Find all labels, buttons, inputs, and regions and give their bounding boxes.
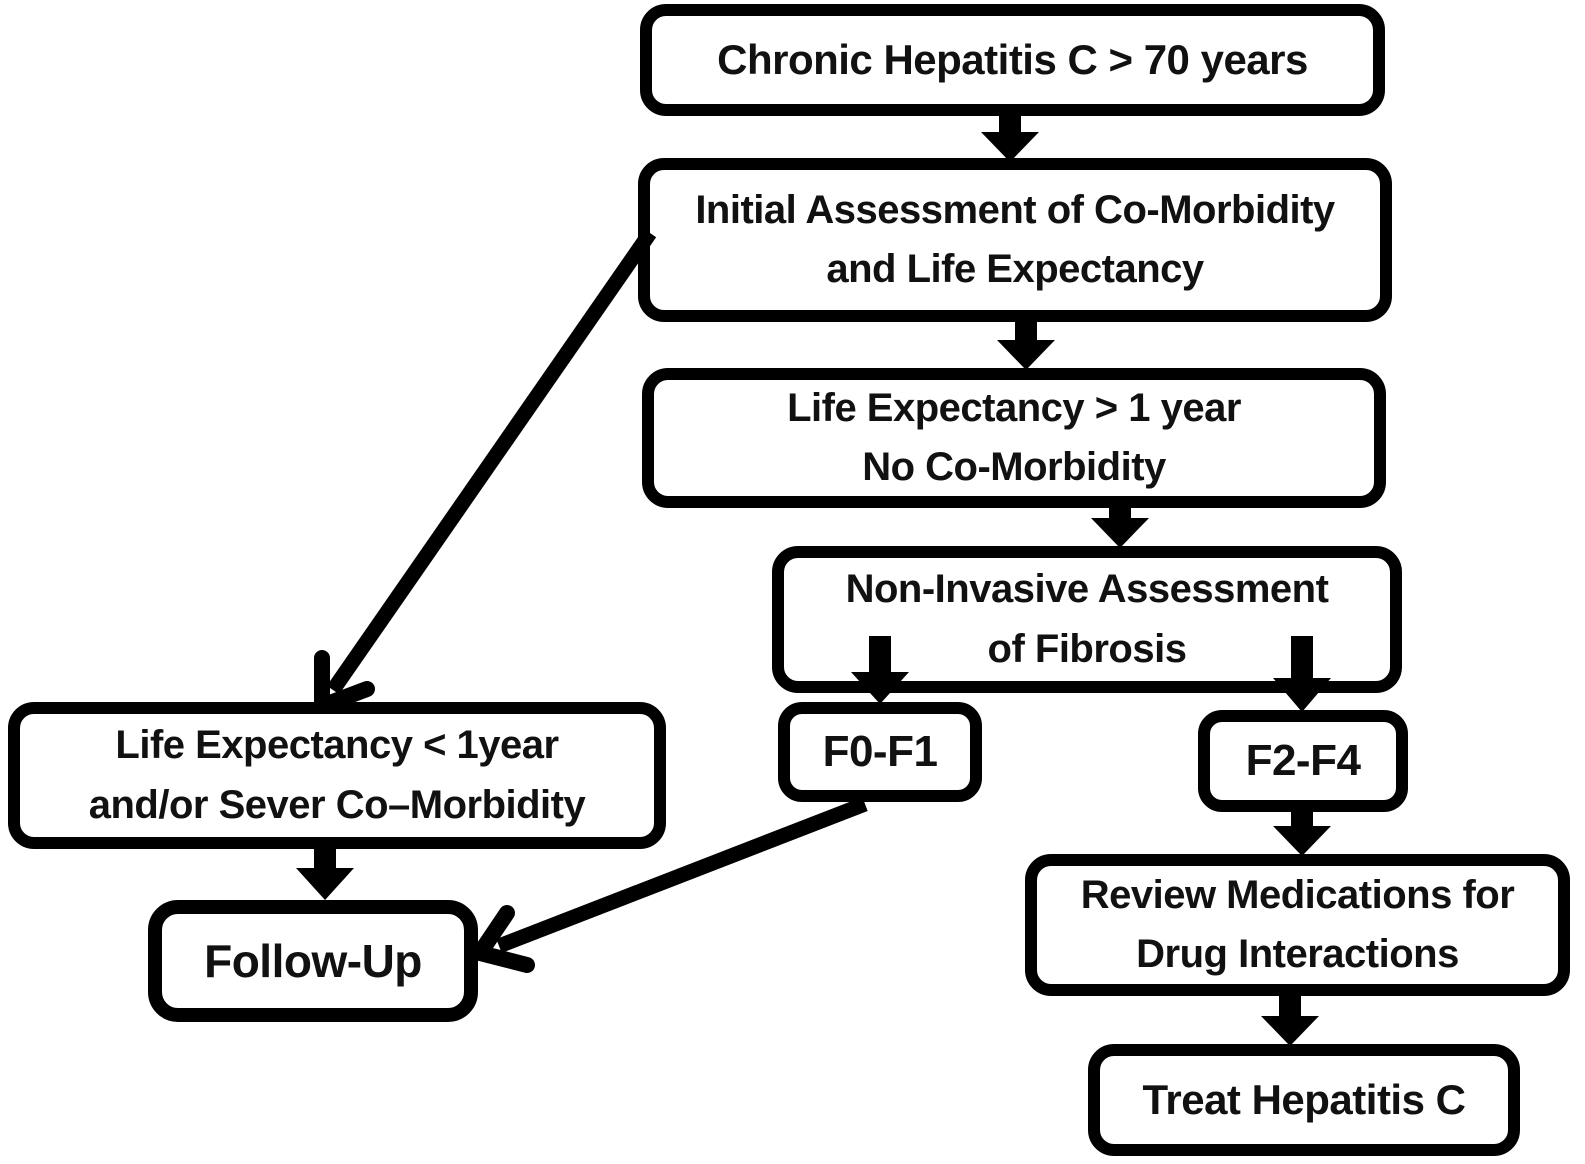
node-follow-up-text: Follow-Up (204, 934, 422, 987)
node-f2-f4-text: F2-F4 (1245, 736, 1361, 786)
node-treat-hepatitis-c-text: Treat Hepatitis C (1142, 1075, 1466, 1123)
node-life-expectancy-gt-1-year: Life Expectancy > 1 year No Co-Morbidity (642, 368, 1386, 508)
node-follow-up: Follow-Up (148, 900, 478, 1022)
node-initial-assessment-text-line1: Initial Assessment of Co-Morbidity (695, 187, 1335, 232)
node-chronic-hepatitis-text: Chronic Hepatitis C > 70 years (717, 35, 1308, 83)
node-treat-hepatitis-c: Treat Hepatitis C (1088, 1044, 1520, 1156)
node-review-medications-text-line2: Drug Interactions (1136, 932, 1459, 976)
arrow-initial-to-life-gt1 (997, 314, 1055, 370)
node-non-invasive-assessment-text-line1: Non-Invasive Assessment (845, 567, 1329, 612)
node-f0-f1: F0-F1 (778, 702, 982, 802)
node-life-expectancy-gt-1-year-text-line1: Life Expectancy > 1 year (787, 385, 1241, 430)
node-initial-assessment: Initial Assessment of Co-Morbidity and L… (638, 158, 1392, 322)
node-non-invasive-assessment: Non-Invasive Assessment of Fibrosis (772, 546, 1402, 693)
node-initial-assessment-text-line2: and Life Expectancy (826, 247, 1204, 291)
node-f0-f1-text: F0-F1 (822, 727, 938, 777)
arrow-review-to-treat (1261, 988, 1319, 1046)
node-review-medications-text-line1: Review Medications for (1080, 872, 1515, 917)
node-life-expectancy-lt-1-year: Life Expectancy < 1year and/or Sever Co–… (8, 702, 666, 849)
arrow-f2f4-to-review (1273, 806, 1331, 856)
node-life-expectancy-lt-1-year-text-line1: Life Expectancy < 1year (115, 723, 559, 768)
arrow-initial-to-life-lt1 (314, 228, 657, 714)
node-non-invasive-assessment-text-line2: of Fibrosis (987, 626, 1187, 671)
arrow-life-lt1-to-followup (296, 844, 354, 900)
node-chronic-hepatitis: Chronic Hepatitis C > 70 years (640, 4, 1385, 116)
node-review-medications: Review Medications for Drug Interactions (1025, 854, 1570, 996)
node-f2-f4: F2-F4 (1198, 710, 1408, 812)
node-life-expectancy-gt-1-year-text-line2: No Co-Morbidity (862, 445, 1166, 489)
node-life-expectancy-lt-1-year-text-line2: and/or Sever Co–Morbidity (88, 782, 586, 827)
